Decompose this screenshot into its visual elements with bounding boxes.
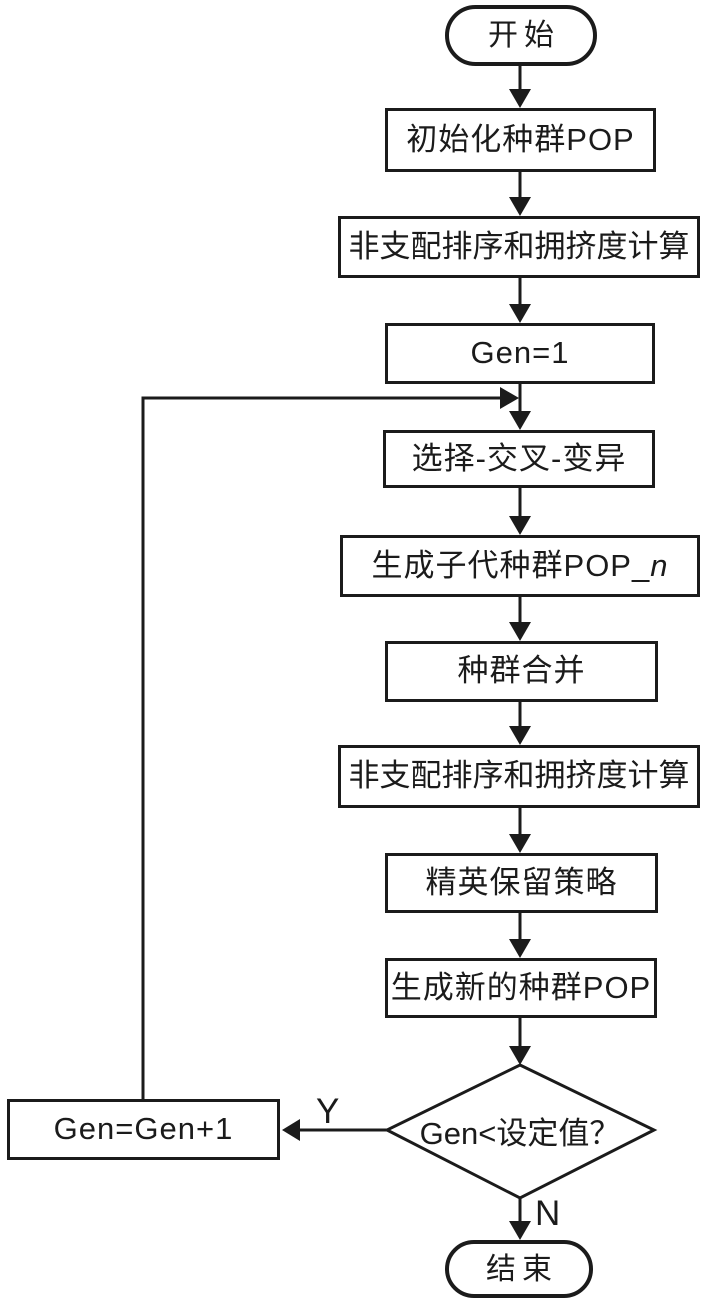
node-end-label: 结束 <box>486 1252 558 1286</box>
arrowhead-decision-end <box>509 1221 531 1240</box>
decision-diamond <box>383 1063 658 1200</box>
edge-label-no: N <box>535 1194 561 1233</box>
node-nondominated-sort-2-label: 非支配排序和拥挤度计算 <box>348 758 690 794</box>
arrowhead-offspring-merge <box>509 622 531 641</box>
node-gen-increment-label: Gen=Gen+1 <box>53 1111 234 1147</box>
node-elitism: 精英保留策略 <box>385 853 658 913</box>
arrowhead-merge-sort2 <box>509 726 531 745</box>
node-offspring-pop: 生成子代种群POP_n <box>340 535 700 597</box>
arrowhead-start-init <box>509 89 531 108</box>
arrowhead-newpop-decision <box>509 1046 531 1065</box>
node-nondominated-sort-1: 非支配排序和拥挤度计算 <box>338 216 700 278</box>
node-select-cross-mutate: 选择-交叉-变异 <box>383 430 655 488</box>
node-decision-label: Gen<设定值？ <box>419 1115 621 1151</box>
node-init-pop-label: 初始化种群POP <box>406 121 635 157</box>
node-new-pop: 生成新的种群POP <box>385 958 657 1018</box>
node-end: 结束 <box>445 1240 593 1298</box>
node-merge-pop: 种群合并 <box>385 641 658 702</box>
node-elitism-label: 精英保留策略 <box>425 864 618 900</box>
node-init-pop: 初始化种群POP <box>385 108 656 172</box>
node-nondominated-sort-2: 非支配排序和拥挤度计算 <box>338 745 700 808</box>
node-nondominated-sort-1-label: 非支配排序和拥挤度计算 <box>348 228 690 264</box>
arrowhead-select-offspring <box>509 516 531 535</box>
edge-label-yes: Y <box>316 1092 340 1131</box>
node-start-label: 开始 <box>488 19 560 52</box>
arrowhead-gen1-select <box>509 411 531 430</box>
arrowhead-decision-increment <box>282 1119 300 1141</box>
arrowhead-sort1-gen1 <box>509 304 531 323</box>
node-gen-increment: Gen=Gen+1 <box>7 1099 280 1160</box>
node-select-cross-mutate-label: 选择-交叉-变异 <box>411 440 627 476</box>
arrowhead-init-sort1 <box>509 197 531 216</box>
node-gen-init: Gen=1 <box>385 323 655 384</box>
node-offspring-pop-label: 生成子代种群POP_n <box>371 547 669 583</box>
node-new-pop-label: 生成新的种群POP <box>390 969 652 1005</box>
node-gen-init-label: Gen=1 <box>470 335 570 371</box>
arrowhead-sort2-elite <box>509 834 531 853</box>
node-start: 开始 <box>445 5 597 66</box>
arrowhead-loop-merge <box>500 387 519 409</box>
node-merge-pop-label: 种群合并 <box>457 653 586 689</box>
edge-loop-back <box>141 396 502 1099</box>
arrowhead-elite-newpop <box>509 939 531 958</box>
